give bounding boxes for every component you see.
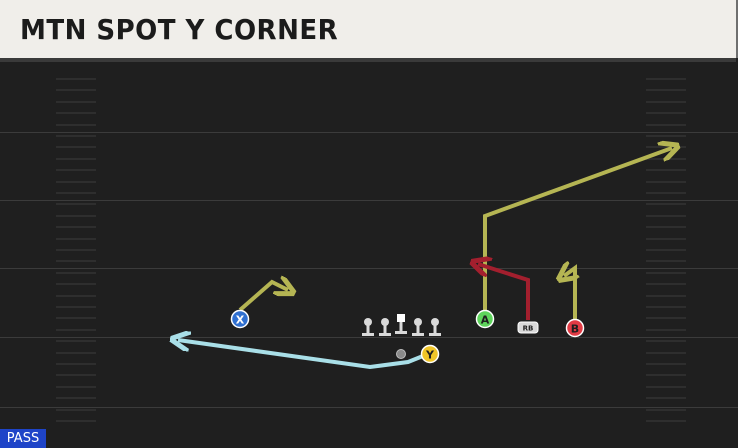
hash-mark	[646, 295, 686, 297]
lineman-icon	[429, 318, 441, 336]
player-a[interactable]: A	[475, 309, 495, 329]
hash-mark	[56, 317, 96, 319]
hash-mark	[56, 352, 96, 354]
hash-mark	[56, 374, 96, 376]
hash-mark	[646, 397, 686, 399]
hash-mark	[56, 169, 96, 171]
hash-mark	[646, 101, 686, 103]
hash-mark	[646, 124, 686, 126]
yard-line	[0, 132, 738, 133]
hash-mark	[56, 89, 96, 91]
yard-line	[0, 268, 738, 269]
hash-mark	[646, 169, 686, 171]
player-b[interactable]: B	[565, 318, 585, 338]
hash-mark	[646, 352, 686, 354]
hash-mark	[646, 192, 686, 194]
player-rb-label: RB	[523, 325, 534, 333]
hash-mark	[56, 272, 96, 274]
hash-mark	[56, 420, 96, 422]
hash-mark	[56, 249, 96, 251]
hash-mark	[56, 215, 96, 217]
hash-mark	[646, 215, 686, 217]
hash-mark	[646, 226, 686, 228]
hash-mark	[56, 283, 96, 285]
hash-mark	[646, 317, 686, 319]
hash-mark	[646, 89, 686, 91]
yard-line	[0, 407, 738, 408]
hash-mark	[56, 238, 96, 240]
play-header: MTN SPOT Y CORNER	[0, 0, 738, 62]
hash-mark	[646, 135, 686, 137]
hash-mark	[646, 329, 686, 331]
hash-mark	[56, 363, 96, 365]
hash-mark	[646, 420, 686, 422]
hash-mark	[646, 374, 686, 376]
hash-mark	[56, 78, 96, 80]
route-a-corner	[483, 148, 672, 312]
hash-mark	[56, 203, 96, 205]
hash-mark	[56, 386, 96, 388]
hash-mark	[56, 306, 96, 308]
route-y-flat	[178, 340, 429, 370]
player-y-label: Y	[425, 349, 435, 362]
yard-line	[0, 337, 738, 338]
hash-mark	[646, 283, 686, 285]
hash-mark	[56, 192, 96, 194]
offensive-line	[362, 314, 441, 336]
route-b-curl	[564, 268, 575, 322]
hash-mark	[56, 146, 96, 148]
hash-mark	[646, 386, 686, 388]
lineman-icon	[362, 318, 374, 336]
hash-mark	[646, 409, 686, 411]
hash-mark	[56, 101, 96, 103]
hash-mark	[56, 226, 96, 228]
play-title: MTN SPOT Y CORNER	[20, 13, 339, 46]
hash-mark	[646, 78, 686, 80]
hash-mark	[646, 272, 686, 274]
hash-mark	[56, 158, 96, 160]
hash-mark	[646, 306, 686, 308]
player-y[interactable]: Y	[420, 344, 440, 364]
hash-mark	[56, 409, 96, 411]
player-b-label: B	[571, 323, 579, 336]
hash-mark	[646, 363, 686, 365]
player-rb[interactable]: RB	[517, 321, 539, 334]
hash-mark	[646, 249, 686, 251]
hash-mark	[56, 340, 96, 342]
hash-mark	[56, 329, 96, 331]
hash-mark	[646, 112, 686, 114]
lineman-icon	[412, 318, 424, 336]
player-x-label: X	[236, 314, 245, 327]
hash-mark	[646, 203, 686, 205]
quarterback-marker	[396, 349, 406, 359]
hash-mark	[56, 295, 96, 297]
hash-mark	[56, 112, 96, 114]
yard-line	[0, 200, 738, 201]
center-icon	[395, 314, 407, 334]
route-rb-angle	[478, 264, 530, 320]
player-x[interactable]: X	[230, 309, 250, 329]
play-type-badge: PASS	[0, 429, 46, 448]
hash-mark	[646, 260, 686, 262]
hash-mark	[56, 181, 96, 183]
route-x-slant	[238, 282, 288, 312]
player-a-label: A	[481, 314, 490, 327]
lineman-icon	[379, 318, 391, 336]
hash-mark	[646, 238, 686, 240]
hash-mark	[646, 181, 686, 183]
hash-mark	[56, 135, 96, 137]
hash-mark	[646, 340, 686, 342]
hash-mark	[56, 397, 96, 399]
hash-mark	[56, 124, 96, 126]
hash-mark	[56, 260, 96, 262]
